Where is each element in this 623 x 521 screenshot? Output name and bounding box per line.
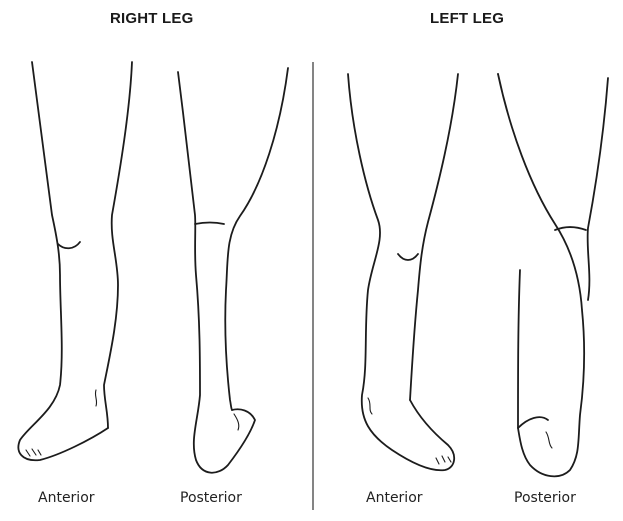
- left-leg-posterior-drawing: [498, 74, 608, 476]
- caption-right-posterior: Posterior: [180, 490, 242, 506]
- caption-left-posterior: Posterior: [514, 490, 576, 506]
- right-leg-anterior-drawing: [18, 62, 132, 460]
- right-leg-posterior-drawing: [178, 68, 288, 473]
- left-leg-anterior-drawing: [348, 74, 458, 470]
- caption-left-anterior: Anterior: [366, 490, 423, 506]
- caption-right-anterior: Anterior: [38, 490, 95, 506]
